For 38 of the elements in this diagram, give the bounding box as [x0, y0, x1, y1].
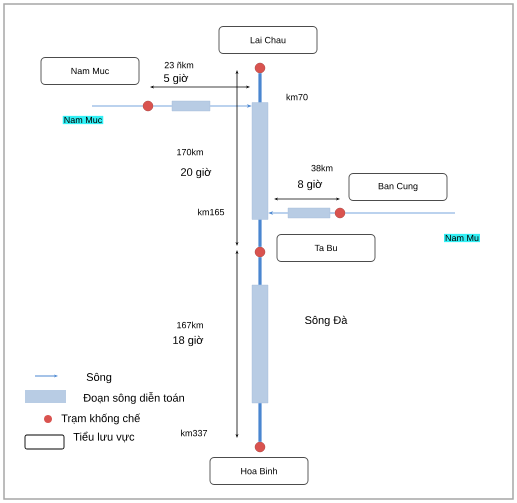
- station-dot: [254, 246, 266, 258]
- river-line: [258, 73, 262, 102]
- legend-text: Đoạn sông diễn toán: [83, 392, 184, 404]
- basin-box: Ban Cung: [348, 173, 448, 201]
- routing-segment: [288, 208, 330, 218]
- duration-label: 18 giờ: [173, 336, 204, 346]
- distance-label: km70: [286, 94, 308, 100]
- river-line: [330, 212, 336, 214]
- basin-box: Nam Muc: [40, 57, 140, 85]
- distance-label: km165: [198, 208, 224, 216]
- station-dot: [142, 100, 154, 112]
- river-line: [258, 220, 262, 247]
- routing-segment: [252, 102, 268, 220]
- legend-text: Tiểu lưu vực: [73, 432, 134, 442]
- basin-box: Hoa Binh: [210, 457, 308, 485]
- legend-text: Trạm khống chế: [61, 414, 140, 424]
- river-name: Nam Muc: [62, 116, 104, 124]
- river-line: [344, 212, 456, 214]
- basin-box: Ta Bu: [276, 234, 376, 262]
- legend-text: Sông: [86, 372, 112, 384]
- distance-label: 38km: [311, 164, 332, 172]
- station-dot: [254, 62, 266, 74]
- river-line: [258, 403, 262, 442]
- duration-label: 8 giờ: [298, 180, 322, 190]
- station-dot: [334, 208, 346, 218]
- duration-label: Sông Đà: [305, 316, 348, 326]
- distance-label: 167km: [177, 322, 203, 328]
- routing-segment: [252, 284, 268, 404]
- duration-label: 5 giờ: [164, 74, 188, 84]
- duration-label: 20 giờ: [181, 168, 212, 178]
- distance-label: km337: [181, 430, 208, 436]
- distance-label: 23 ñkm: [164, 62, 194, 68]
- river-name: Nam Mu: [444, 234, 480, 242]
- basin-box: Lai Chau: [218, 26, 318, 54]
- station-dot: [254, 442, 266, 452]
- distance-label: 170km: [177, 148, 203, 156]
- routing-segment: [172, 100, 210, 112]
- river-line: [258, 257, 262, 285]
